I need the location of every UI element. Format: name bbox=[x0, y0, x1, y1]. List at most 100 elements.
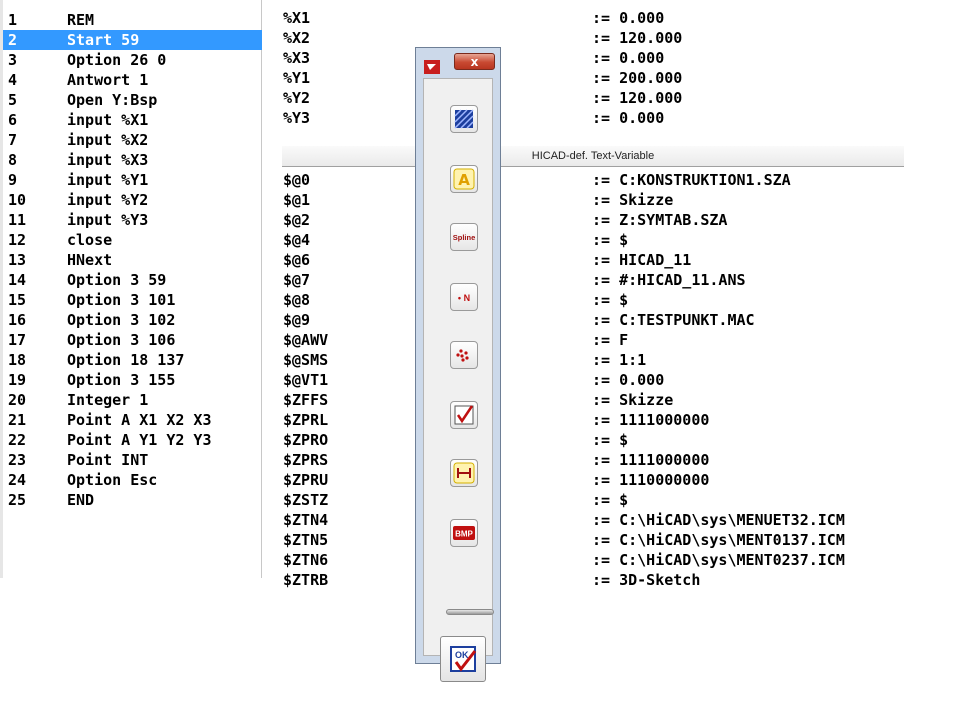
macro-command: Option 3 155 bbox=[67, 371, 176, 389]
line-number: 14 bbox=[8, 271, 27, 289]
macro-command: Antwort 1 bbox=[67, 71, 149, 89]
spline-icon: Spline bbox=[453, 233, 476, 242]
listing-row[interactable]: 6 input %X1 bbox=[3, 110, 262, 130]
variable-name: %Y3 bbox=[283, 109, 311, 127]
variable-name: $@8 bbox=[283, 291, 311, 309]
app-icon bbox=[424, 60, 440, 74]
listing-row[interactable]: 2 Start 59 bbox=[3, 30, 262, 50]
macro-command: input %Y2 bbox=[67, 191, 149, 209]
svg-text:A: A bbox=[458, 171, 470, 189]
variable-value: := 0.000 bbox=[592, 109, 665, 127]
line-number: 12 bbox=[8, 231, 27, 249]
macro-command: Option 3 59 bbox=[67, 271, 167, 289]
variable-value: := 200.000 bbox=[592, 69, 683, 87]
line-number: 6 bbox=[8, 111, 18, 129]
macro-command: Option 3 106 bbox=[67, 331, 176, 349]
variable-value: := HICAD_11 bbox=[592, 251, 692, 269]
macro-command: close bbox=[67, 231, 113, 249]
macro-command: HNext bbox=[67, 251, 113, 269]
text-variable-header: HICAD-def. Text-Variable bbox=[282, 146, 904, 167]
dimension-icon bbox=[453, 462, 475, 484]
bmp-button[interactable]: BMP bbox=[450, 519, 478, 547]
macro-command: Option 18 137 bbox=[67, 351, 185, 369]
variable-name: %Y2 bbox=[283, 89, 311, 107]
variable-value: := 1110000000 bbox=[592, 471, 710, 489]
macro-command: input %X2 bbox=[67, 131, 149, 149]
text-icon: A bbox=[453, 168, 475, 190]
variable-value: := 0.000 bbox=[592, 371, 665, 389]
toolbar-titlebar[interactable]: x bbox=[416, 48, 500, 76]
variable-name: $ZPRS bbox=[283, 451, 329, 469]
variable-value: := 0.000 bbox=[592, 9, 665, 27]
line-number: 1 bbox=[8, 11, 18, 29]
point-n-icon: • N bbox=[458, 293, 470, 303]
dimension-button[interactable] bbox=[450, 459, 478, 487]
macro-command: Start 59 bbox=[67, 31, 140, 49]
variable-value: := C:TESTPUNKT.MAC bbox=[592, 311, 755, 329]
points-button[interactable] bbox=[450, 341, 478, 369]
ok-icon: OK bbox=[450, 646, 477, 672]
macro-command: END bbox=[67, 491, 95, 509]
variable-value: := 1111000000 bbox=[592, 451, 710, 469]
variable-value: := 1111000000 bbox=[592, 411, 710, 429]
variable-value: := 3D-Sketch bbox=[592, 571, 701, 589]
line-number: 2 bbox=[8, 31, 18, 49]
line-number: 7 bbox=[8, 131, 18, 149]
listing-row[interactable]: 12 close bbox=[3, 230, 262, 250]
point-n-button[interactable]: • N bbox=[450, 283, 478, 311]
text-variable-header-label: HICAD-def. Text-Variable bbox=[531, 150, 655, 162]
variable-name: $ZSTZ bbox=[283, 491, 329, 509]
ok-button[interactable]: OK bbox=[440, 636, 486, 682]
spline-button[interactable]: Spline bbox=[450, 223, 478, 251]
variable-name: $ZFFS bbox=[283, 391, 329, 409]
svg-text:Spline: Spline bbox=[453, 233, 476, 242]
variable-name: $ZTRB bbox=[283, 571, 329, 589]
variable-name: $@6 bbox=[283, 251, 311, 269]
macro-command: Option Esc bbox=[67, 471, 158, 489]
macro-command: input %Y1 bbox=[67, 171, 149, 189]
line-number: 22 bbox=[8, 431, 27, 449]
variable-value: := Z:SYMTAB.SZA bbox=[592, 211, 728, 229]
variable-value: := C:\HiCAD\sys\MENT0237.ICM bbox=[592, 551, 845, 569]
variable-name: $@9 bbox=[283, 311, 311, 329]
check-button[interactable] bbox=[450, 401, 478, 429]
variable-name: $ZTN5 bbox=[283, 531, 329, 549]
text-button[interactable]: A bbox=[450, 165, 478, 193]
macro-command: Point A X1 X2 X3 bbox=[67, 411, 212, 429]
variable-value: := 1:1 bbox=[592, 351, 647, 369]
close-button[interactable]: x bbox=[454, 53, 495, 70]
macro-command: Point INT bbox=[67, 451, 149, 469]
variable-value: := 120.000 bbox=[592, 29, 683, 47]
variable-name: $@VT1 bbox=[283, 371, 329, 389]
macro-command: input %X1 bbox=[67, 111, 149, 129]
listing-row[interactable]: 22 Point A Y1 Y2 Y3 bbox=[3, 430, 262, 450]
listing-row[interactable]: 7 input %X2 bbox=[3, 130, 262, 150]
listing-row[interactable]: 14 Option 3 59 bbox=[3, 270, 262, 290]
variable-value: := $ bbox=[592, 431, 629, 449]
variable-value: := C:\HiCAD\sys\MENUET32.ICM bbox=[592, 511, 845, 529]
hatch-button[interactable] bbox=[450, 105, 478, 133]
variable-name: $@1 bbox=[283, 191, 311, 209]
macro-command: Point A Y1 Y2 Y3 bbox=[67, 431, 212, 449]
variable-name: %X1 bbox=[283, 9, 311, 27]
